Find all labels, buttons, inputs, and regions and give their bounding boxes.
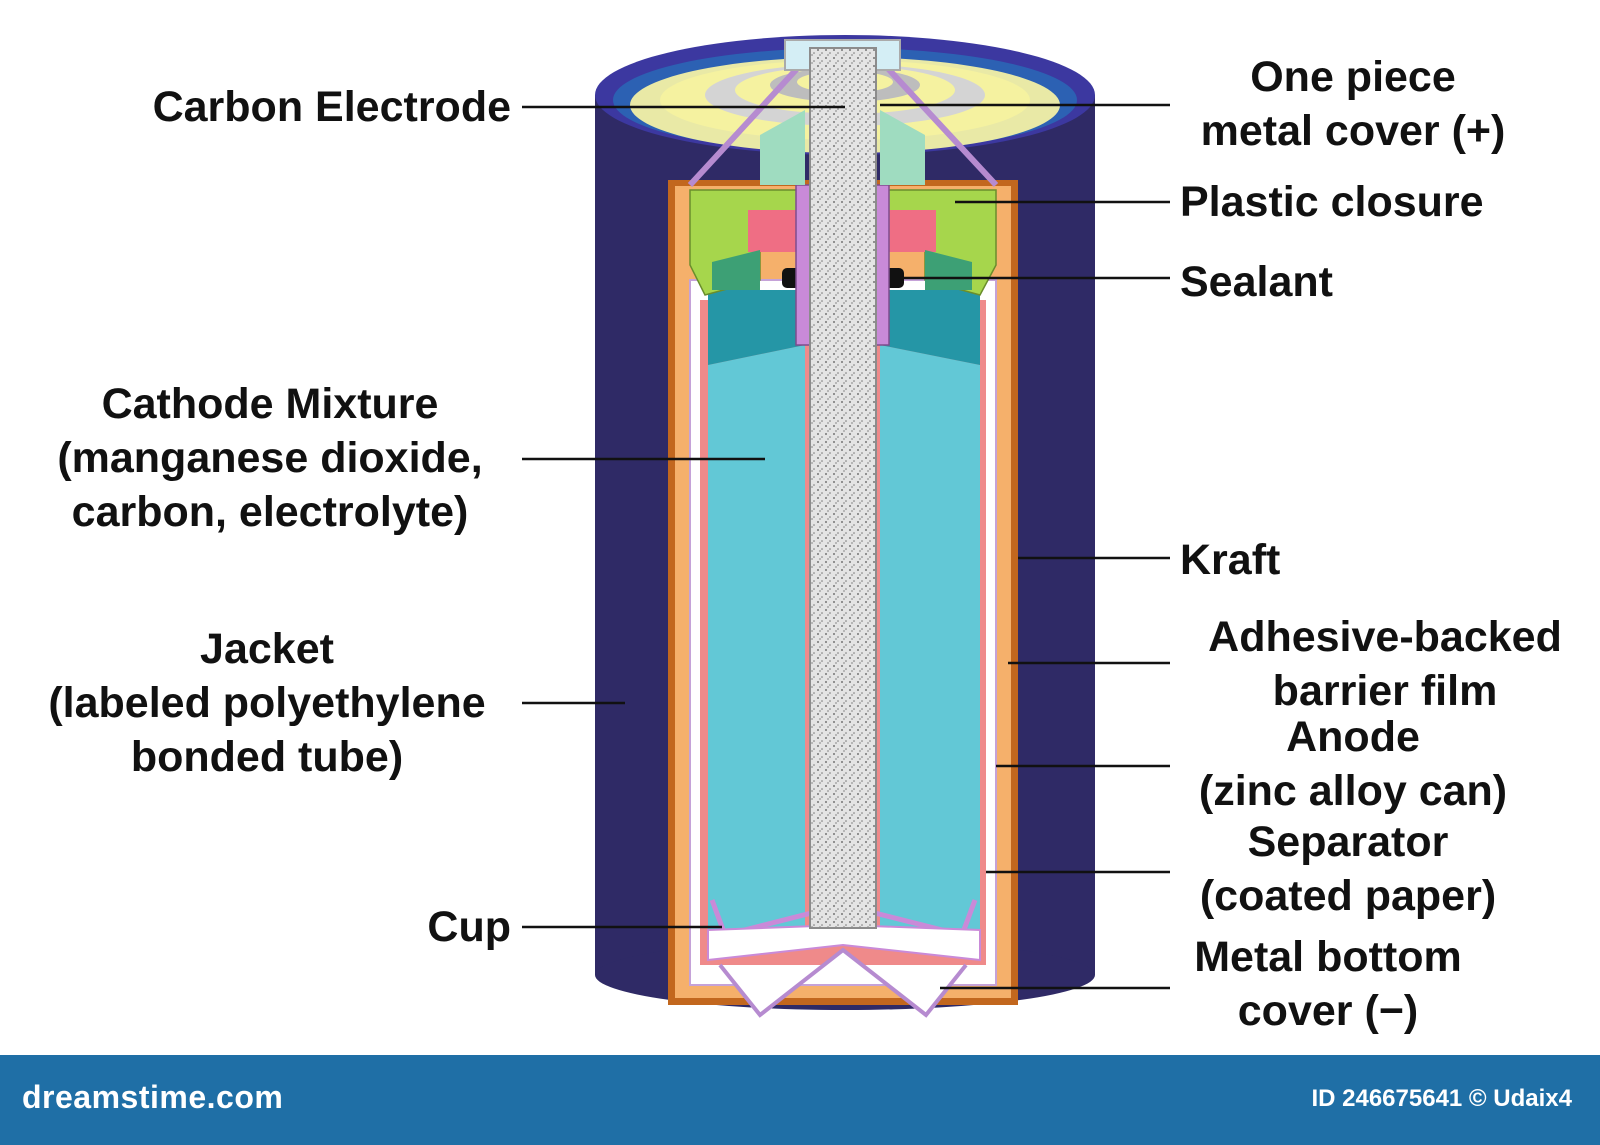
cutaway <box>668 39 1018 1018</box>
label-separator: Separator (coated paper) <box>1199 818 1497 920</box>
footer-image-id: ID 246675641 © Udaix4 <box>1311 1085 1572 1112</box>
battery-diagram <box>522 35 1170 1018</box>
label-kraft: Kraft <box>1180 536 1281 584</box>
label-metal-cover: One piece metal cover (+) <box>1200 53 1506 155</box>
label-sealant: Sealant <box>1180 258 1333 306</box>
label-cup: Cup <box>427 903 511 951</box>
label-metal-bottom: Metal bottom cover (−) <box>1194 933 1462 1035</box>
label-jacket: Jacket (labeled polyethylene bonded tube… <box>48 625 486 781</box>
footer-brand[interactable]: dreamstime.com <box>22 1079 284 1115</box>
label-cathode-mixture: Cathode Mixture (manganese dioxide, carb… <box>57 380 483 536</box>
label-plastic-closure: Plastic closure <box>1180 178 1484 226</box>
label-carbon-electrode: Carbon Electrode <box>152 83 511 131</box>
label-barrier-film: Adhesive-backed barrier film <box>1208 613 1562 715</box>
footer-bar: dreamstime.com ID 246675641 © Udaix4 <box>0 1055 1600 1145</box>
label-anode: Anode (zinc alloy can) <box>1198 713 1508 815</box>
leader-lines <box>522 103 1170 990</box>
